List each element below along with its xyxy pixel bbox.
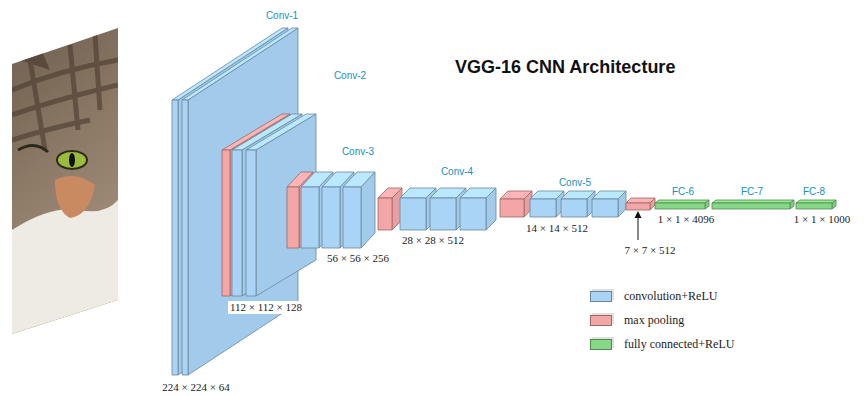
dimension-label: 28 × 28 × 512 (400, 234, 466, 247)
legend-text: convolution+ReLU (624, 289, 717, 304)
block-face (460, 188, 496, 198)
fc-block (712, 200, 794, 209)
block-face (500, 191, 532, 199)
block-face (182, 28, 298, 100)
block-face (530, 199, 556, 217)
block-face (460, 198, 486, 230)
cat-eye (57, 151, 87, 169)
conv-block (343, 172, 375, 248)
legend-item: convolution+ReLU (590, 289, 717, 304)
block-face (343, 172, 375, 187)
block-face (246, 114, 316, 150)
dimension-label: 1 × 1 × 4096 (656, 213, 716, 226)
layer-name: FC-6 (670, 186, 696, 198)
block-face (400, 188, 436, 198)
pointer-line (638, 217, 639, 240)
cat-pupil (69, 153, 75, 167)
conv-block (592, 191, 626, 217)
block-face (322, 187, 340, 248)
block-face (222, 150, 230, 296)
layer-name: Conv-4 (439, 166, 475, 178)
block-face (172, 100, 178, 375)
fur-stripes (12, 35, 118, 150)
block-face (343, 187, 361, 248)
dimension-label: 7 × 7 × 512 (623, 244, 678, 257)
layer-name: FC-7 (739, 186, 765, 198)
block-face (287, 187, 299, 248)
pool-block (626, 198, 655, 210)
legend-text: fully connected+ReLU (624, 337, 734, 352)
block-face (796, 203, 832, 209)
block-face (400, 198, 426, 230)
block-face (246, 150, 256, 296)
legend-text: max pooling (624, 313, 684, 328)
layer-name: Conv-2 (332, 70, 368, 82)
block-face (430, 198, 456, 230)
block-face (500, 199, 524, 217)
legend-swatch (590, 315, 612, 326)
dimension-label: 14 × 14 × 512 (524, 222, 590, 235)
fc-block (796, 200, 836, 209)
pointer-head (635, 211, 642, 218)
pool-block (378, 188, 402, 230)
block-face (796, 200, 836, 203)
conv-block (561, 191, 595, 217)
block-face (626, 203, 650, 210)
dimension-label: 112 × 112 × 128 (228, 301, 304, 314)
cat-chest (12, 200, 118, 334)
cat-fur (10, 20, 122, 340)
layer-name: Conv-1 (264, 10, 300, 22)
conv-block (460, 188, 496, 230)
block-face (626, 198, 655, 203)
pool-block (500, 191, 532, 217)
layer-name: Conv-3 (340, 146, 376, 158)
cat-eye-left (18, 145, 48, 152)
block-face (655, 203, 705, 209)
layer-name: FC-8 (801, 186, 827, 198)
conv-block (530, 191, 564, 217)
block-face (301, 187, 319, 248)
block-face (561, 191, 595, 199)
block-face (712, 200, 794, 203)
block-face (378, 198, 392, 230)
cat-ear (20, 35, 50, 70)
block-face (378, 188, 402, 198)
block-face (232, 150, 242, 296)
block-face (655, 200, 709, 203)
legend-swatch (590, 291, 612, 302)
block-face (592, 199, 618, 217)
block-face (712, 203, 790, 209)
legend-item: fully connected+ReLU (590, 337, 734, 352)
dimension-label: 1 × 1 × 1000 (792, 213, 852, 226)
dimension-label: 56 × 56 × 256 (325, 252, 391, 265)
block-face (182, 100, 188, 375)
block-face (561, 199, 587, 217)
block-face (530, 191, 564, 199)
fc-block (655, 200, 709, 209)
block-face (430, 188, 466, 198)
block-face (592, 191, 626, 199)
legend-swatch (590, 339, 612, 350)
cat-photo (10, 20, 122, 340)
diagram-title: VGG-16 CNN Architecture (455, 57, 675, 78)
cat-nose (55, 176, 95, 218)
layer-name: Conv-5 (557, 177, 593, 189)
legend-item: max pooling (590, 313, 684, 328)
dimension-label: 224 × 224 × 64 (160, 381, 231, 394)
